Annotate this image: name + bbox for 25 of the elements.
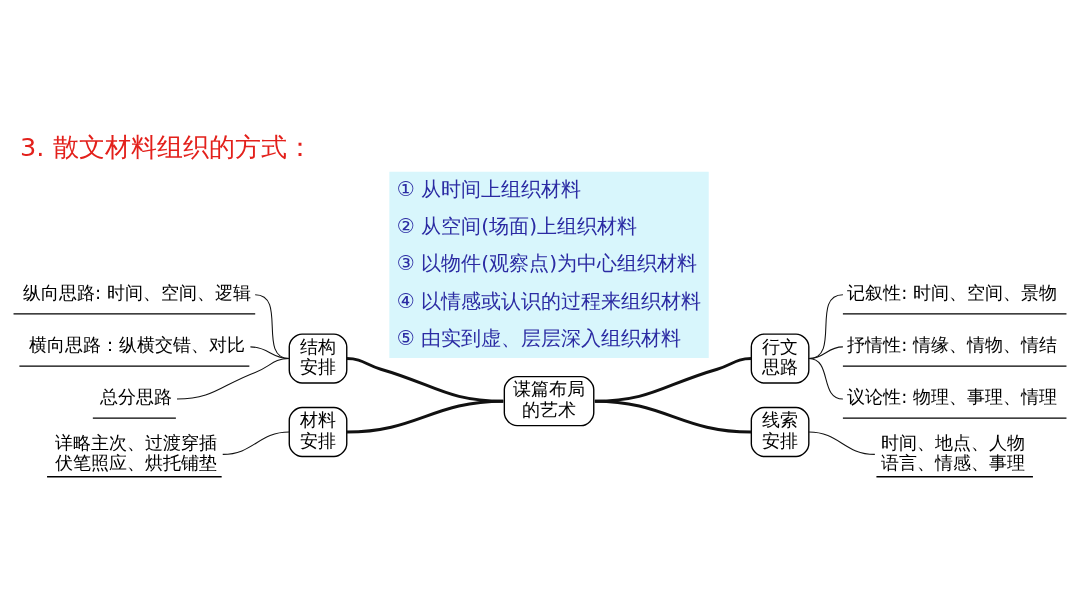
connector xyxy=(808,431,876,455)
connector xyxy=(808,358,844,400)
node-text: 详略主次、过渡穿插 伏笔照应、烘托铺垫 xyxy=(55,431,218,473)
node-box: 谋篇布局的艺术 xyxy=(503,375,595,427)
connector xyxy=(346,399,504,434)
node-text: 抒情性: 情缘、情物、情结 xyxy=(847,334,1057,356)
connector xyxy=(222,431,290,455)
label: ④ 以情感或认识的过程来组织材料 xyxy=(396,288,702,313)
node-text: 纵向思路: 时间、空间、逻辑 xyxy=(23,282,251,304)
label: ① 从时间上组织材料 xyxy=(396,176,582,201)
node-box: 线索安排 xyxy=(750,406,810,458)
node-text: 总分思路 xyxy=(99,386,172,408)
node-box: 结构安排 xyxy=(288,333,348,384)
label: ③ 以物件(观察点)为中心组织材料 xyxy=(396,251,698,276)
node-text: 议论性: 物理、事理、情理 xyxy=(847,386,1057,408)
node-text: 横向思路：纵横交错、对比 xyxy=(29,334,246,356)
diagram-title: 3. 散文材料组织的方式： xyxy=(20,131,313,162)
node-box: 材料安排 xyxy=(288,406,348,458)
label: ② 从空间(场面)上组织材料 xyxy=(396,214,638,239)
connector xyxy=(176,358,290,400)
node-text: 记叙性: 时间、空间、景物 xyxy=(847,282,1057,304)
connector xyxy=(594,399,752,434)
node-box: 行文思路 xyxy=(750,333,810,384)
node-text: 时间、地点、人物 语言、情感、事理 xyxy=(880,431,1025,473)
label: ⑤ 由实到虚、层层深入组织材料 xyxy=(396,325,682,350)
